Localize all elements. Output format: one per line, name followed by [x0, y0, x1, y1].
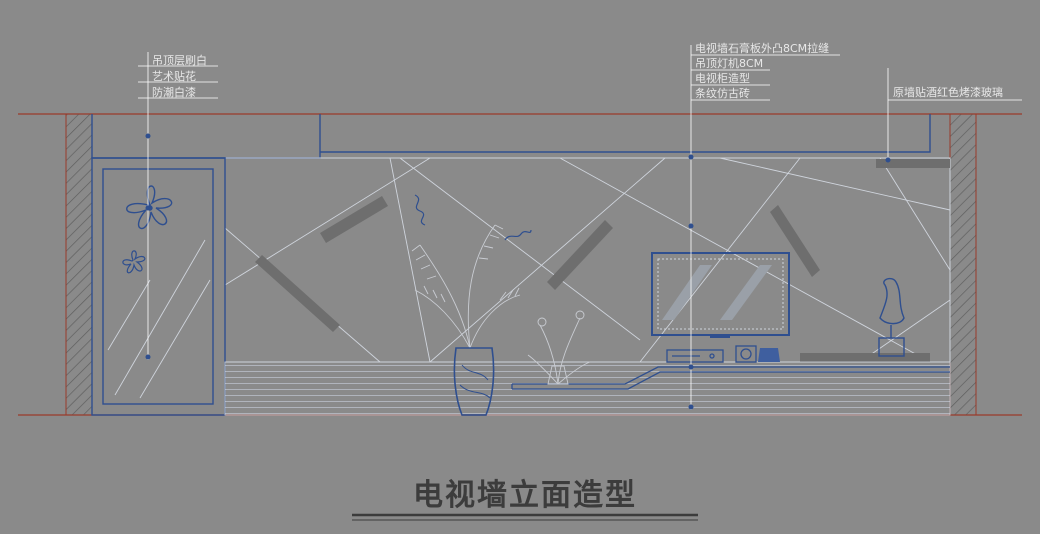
- annotation-text: 原墙贴酒红色烤漆玻璃: [893, 85, 1003, 99]
- flower-decal-icon: [122, 250, 146, 274]
- annotation-text: 吊顶灯机8CM: [695, 56, 763, 70]
- speaker-icon: [735, 345, 780, 363]
- orchid-icon: [527, 310, 591, 385]
- annotation-text: 电视柜造型: [695, 71, 750, 85]
- annotations-right: 原墙贴酒红色烤漆玻璃: [893, 85, 1003, 99]
- plant-icon: [411, 194, 532, 349]
- sculpture-icon: [878, 277, 905, 357]
- side-walls: [65, 113, 977, 416]
- annotations-center: 电视墙石膏板外凸8CM拉缝 吊顶灯机8CM 电视柜造型 条纹仿古砖: [695, 41, 829, 100]
- annotation-text: 条纹仿古砖: [695, 86, 750, 100]
- annotations-left: 吊顶层刷白 艺术贴花 防潮白漆: [152, 53, 207, 99]
- annotation-text: 防潮白漆: [152, 85, 196, 99]
- tv-icon: [651, 252, 790, 338]
- ceiling-bulkhead: [91, 114, 931, 159]
- annotation-text: 吊顶层刷白: [152, 53, 207, 67]
- glass-panel: [91, 157, 226, 416]
- leader-dots: [145, 133, 891, 410]
- title-text: 电视墙立面造型: [413, 478, 637, 513]
- tv-wall-panel: [224, 157, 951, 363]
- vase-icon: [453, 347, 495, 416]
- annotation-text: 电视墙石膏板外凸8CM拉缝: [695, 41, 829, 55]
- tv-cabinet: [224, 361, 951, 416]
- annotation-text: 艺术贴花: [152, 69, 196, 83]
- dvd-player-icon: [666, 349, 724, 363]
- drawing-title: 电视墙立面造型: [352, 478, 698, 521]
